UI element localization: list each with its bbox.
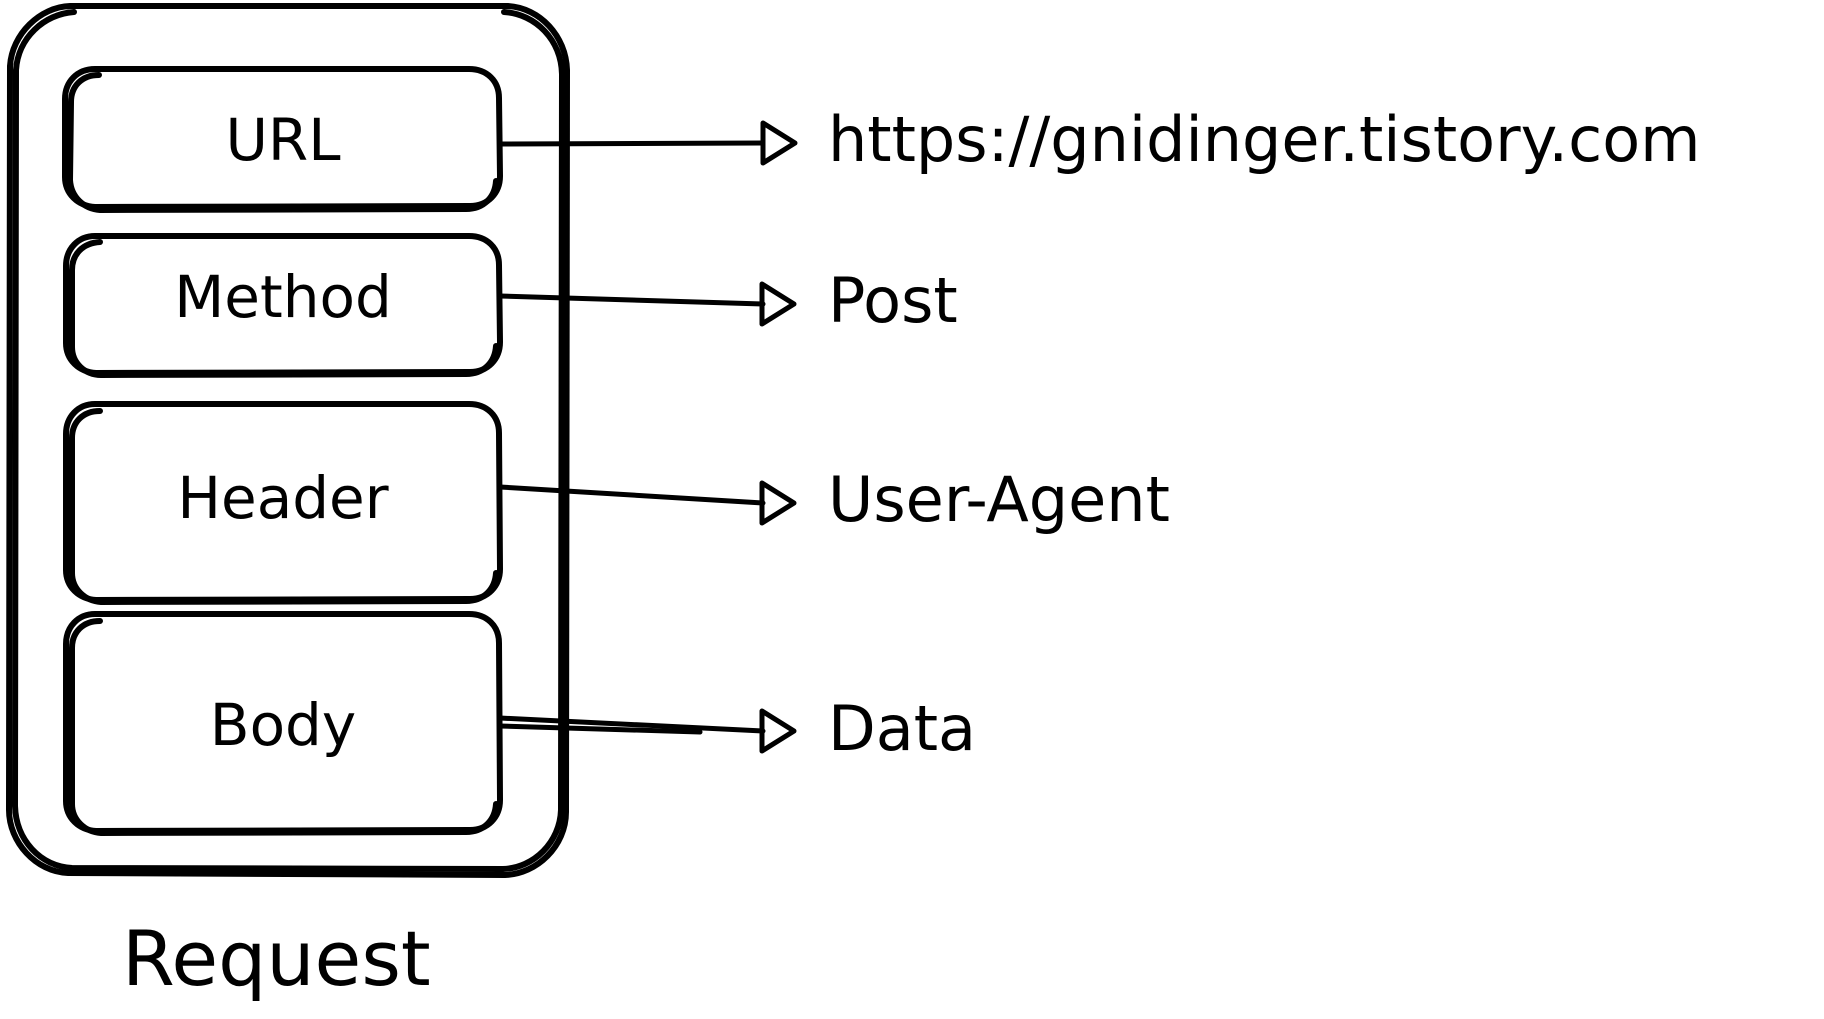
field-label-header: Header bbox=[177, 464, 388, 532]
field-box-url[interactable] bbox=[62, 66, 503, 213]
field-box-method[interactable] bbox=[63, 233, 503, 378]
field-label-body: Body bbox=[210, 691, 356, 759]
value-body: Data bbox=[828, 692, 976, 765]
field-label-method: Method bbox=[174, 263, 392, 331]
connector-body[interactable] bbox=[497, 708, 797, 754]
connector-method[interactable] bbox=[497, 281, 797, 327]
connector-url[interactable] bbox=[497, 120, 798, 166]
connector-header[interactable] bbox=[497, 480, 797, 526]
field-box-body[interactable] bbox=[63, 611, 503, 836]
field-box-header[interactable] bbox=[63, 401, 503, 605]
field-label-url: URL bbox=[225, 106, 340, 174]
value-url: https://gnidinger.tistory.com bbox=[828, 103, 1701, 176]
value-method: Post bbox=[828, 264, 958, 337]
request-container-shape[interactable] bbox=[6, 3, 570, 878]
container-title-request: Request bbox=[122, 914, 431, 1003]
value-header: User-Agent bbox=[828, 463, 1170, 536]
